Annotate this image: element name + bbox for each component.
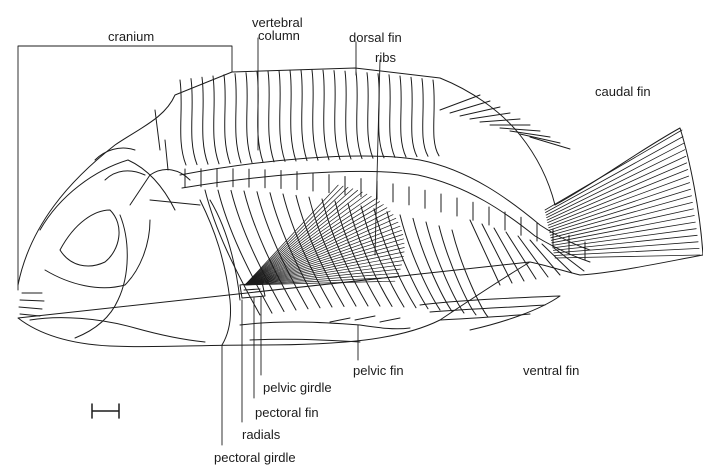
- label-pelvic-girdle: pelvic girdle: [263, 381, 332, 394]
- body-outline: [18, 68, 703, 347]
- label-pectoral-girdle: pectoral girdle: [214, 451, 296, 464]
- ventral-fin-bones: [420, 296, 560, 330]
- label-dorsal-fin: dorsal fin: [349, 31, 402, 44]
- label-cranium: cranium: [108, 30, 154, 43]
- scale-bar-icon: [92, 404, 119, 418]
- label-pectoral-fin: pectoral fin: [255, 406, 319, 419]
- label-radials: radials: [242, 428, 280, 441]
- pelvic-fin-bones: [240, 316, 410, 342]
- ribs: [205, 190, 584, 317]
- caudal-fin-rays: [545, 130, 700, 258]
- label-caudal-fin: caudal fin: [595, 85, 651, 98]
- label-ventral-fin: ventral fin: [523, 364, 579, 377]
- dorsal-fin-rays: [180, 70, 570, 165]
- label-ribs: ribs: [375, 51, 396, 64]
- label-pelvic-fin: pelvic fin: [353, 364, 404, 377]
- label-vertebral-column-line2: column: [258, 29, 300, 42]
